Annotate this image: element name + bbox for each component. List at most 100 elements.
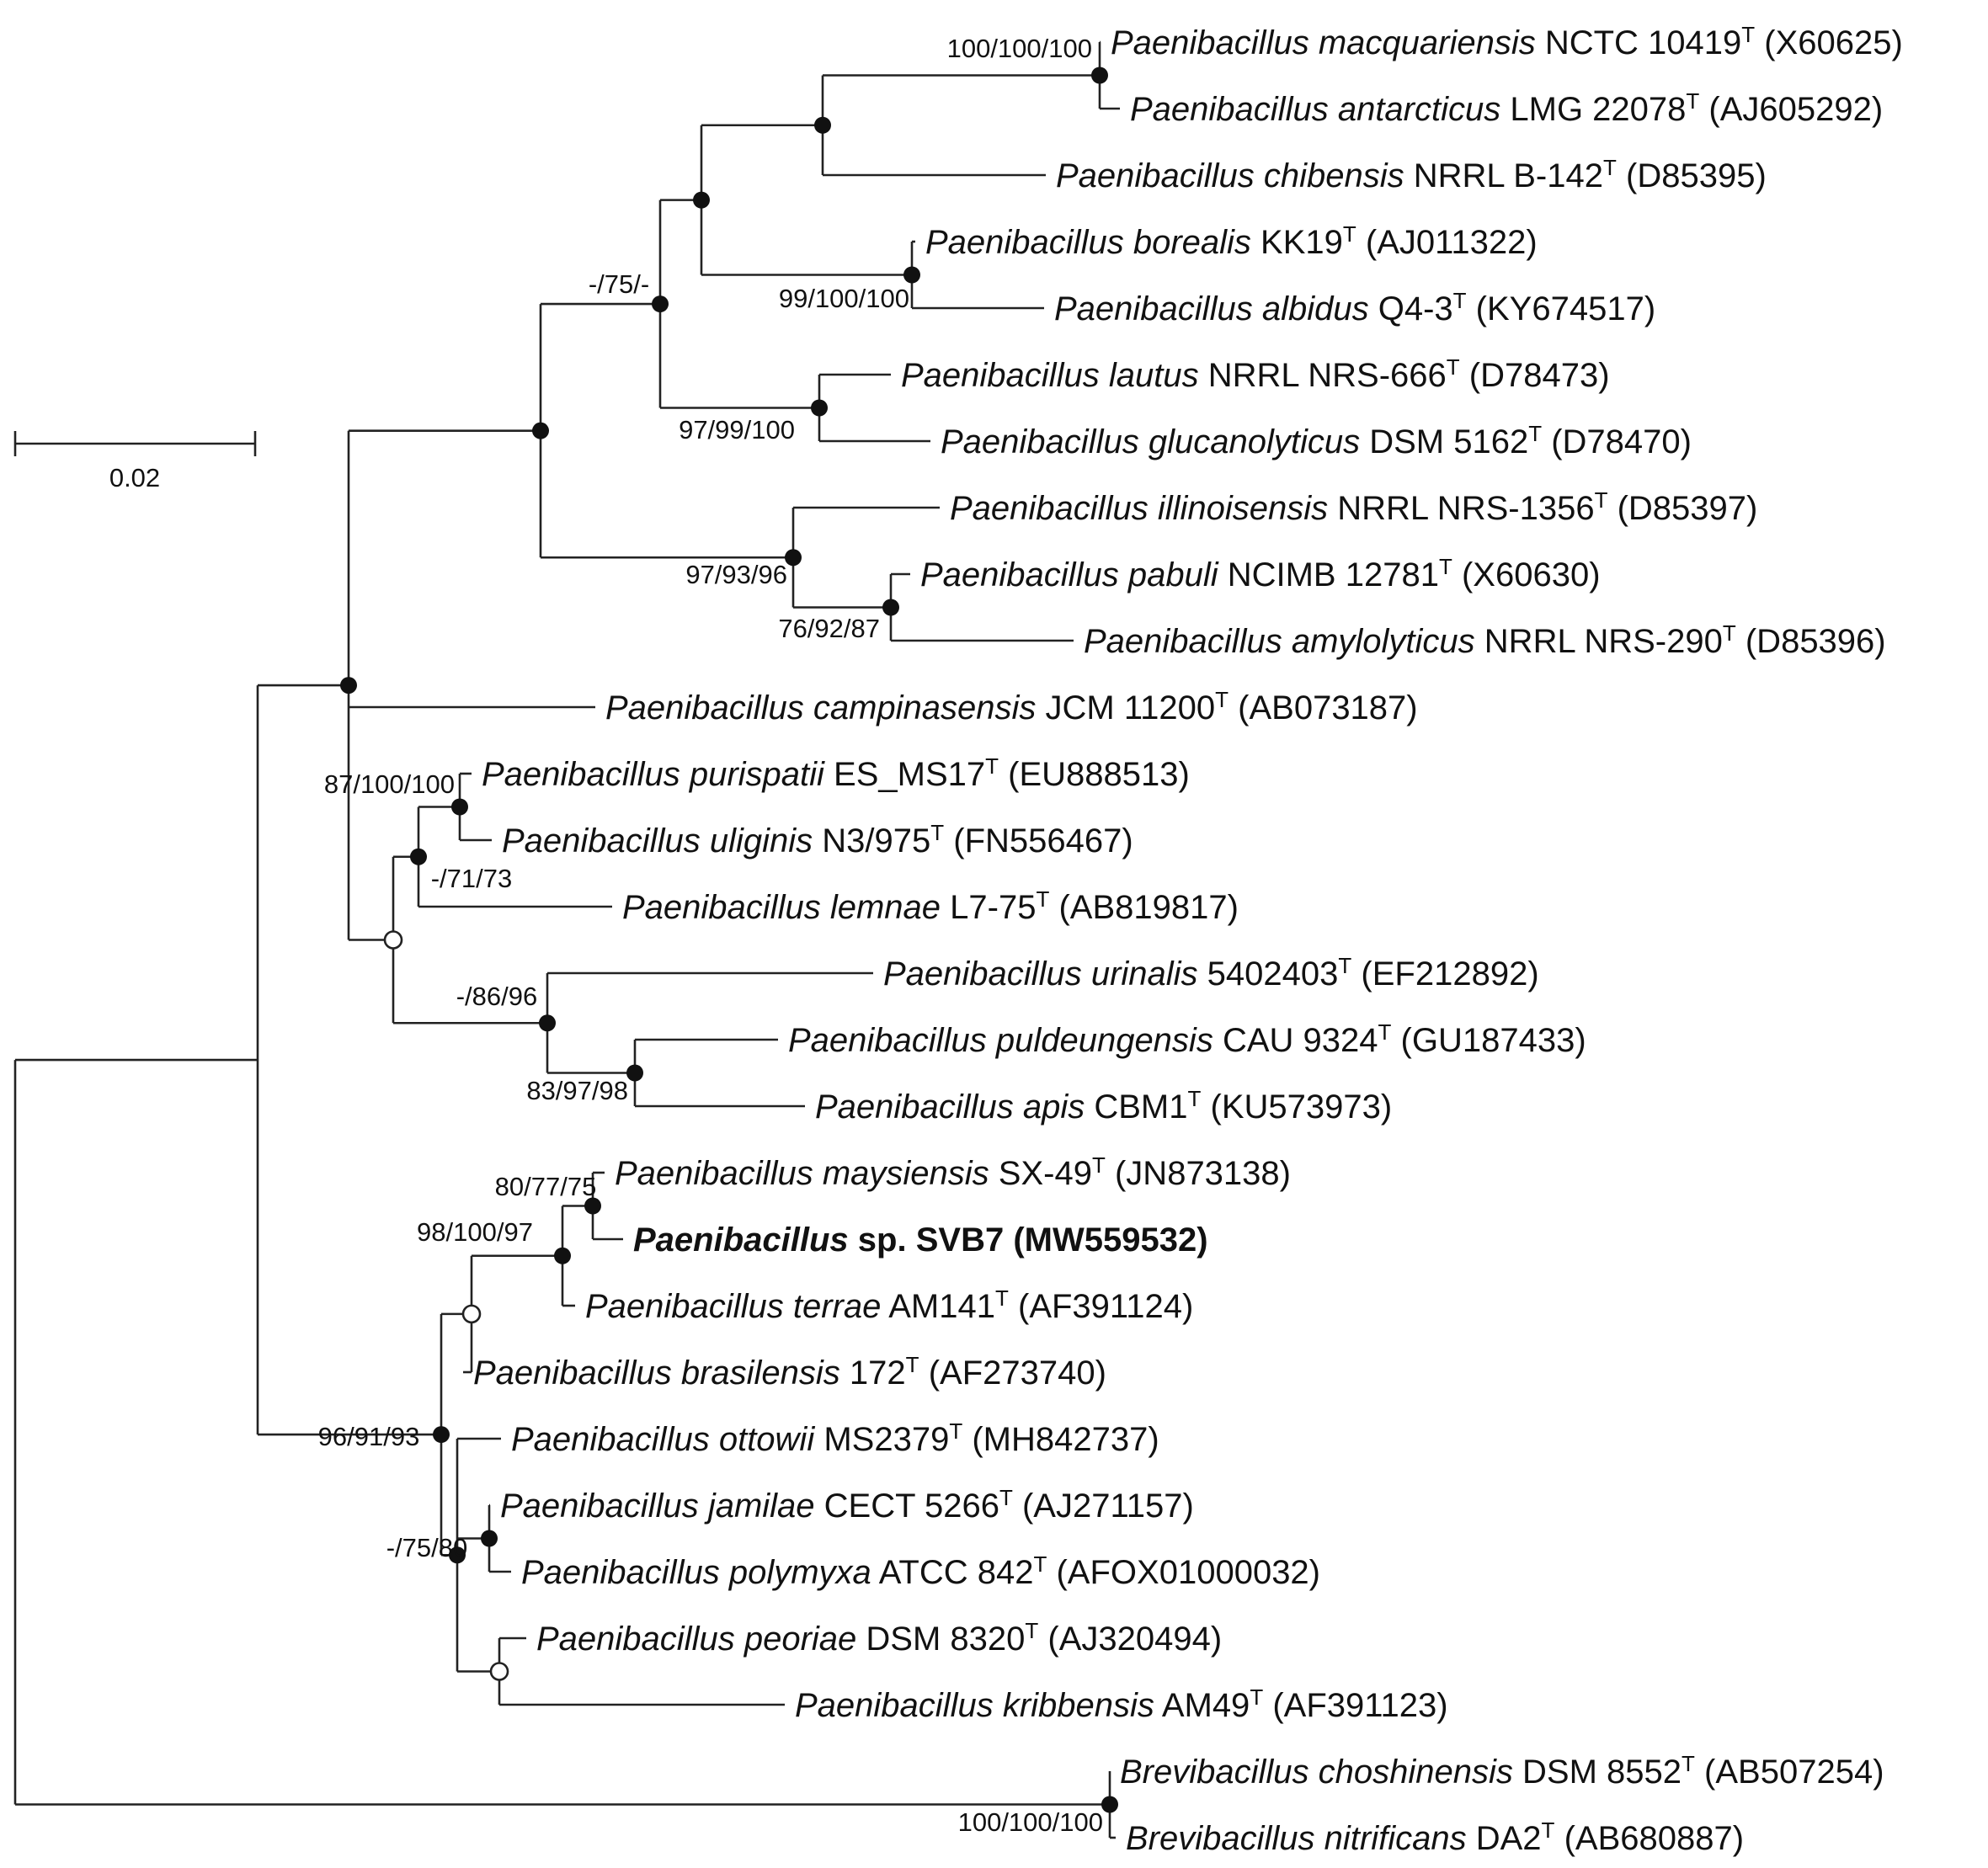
leaf-label-10: Paenibacillus campinasensis JCM 11200T (… (605, 678, 1418, 726)
leaf-label-27: Brevibacillus nitrificans DA2T (AB680887… (1126, 1808, 1744, 1857)
leaf-strain: JCM 11200 (1046, 689, 1216, 726)
leaf-genus: Paenibacillus (482, 756, 680, 793)
leaf-strain: AM49 (1162, 1687, 1250, 1724)
leaf-label-17: Paenibacillus maysiensis SX-49T (JN87313… (615, 1143, 1291, 1192)
leaf-accession: (JN873138) (1115, 1155, 1291, 1192)
leaf-genus: Paenibacillus (633, 1221, 849, 1259)
leaf-accession: (FN556467) (953, 822, 1133, 859)
leaf-accession: (EU888513) (1008, 756, 1190, 793)
leaf-type: T (1036, 886, 1049, 912)
filled-node-marker-n_brevi (1101, 1796, 1118, 1813)
leaf-accession: (AF391124) (1018, 1288, 1193, 1325)
leaf-strain: Q4-3 (1378, 290, 1453, 327)
leaf-strain: DSM 8552 (1522, 1754, 1682, 1791)
leaf-accession: (AJ605292) (1708, 91, 1883, 128)
leaf-accession: (X60630) (1462, 556, 1601, 593)
leaf-genus: Paenibacillus (883, 955, 1082, 993)
leaf-species: albidus (1262, 290, 1369, 327)
leaf-label-3: Paenibacillus borealis KK19T (AJ011322) (925, 212, 1538, 261)
leaf-label-22: Paenibacillus jamilae CECT 5266T (AJ2711… (500, 1476, 1194, 1525)
filled-node-marker-n_pul_api (626, 1064, 643, 1082)
leaf-species: uliginis (710, 822, 813, 859)
leaf-strain: CBM1 (1094, 1088, 1187, 1126)
leaf-type: T (1453, 288, 1467, 313)
leaf-species: puldeungensis (995, 1022, 1213, 1059)
leaf-strain: 5402403 (1207, 955, 1339, 993)
leaf-species: sp. (858, 1221, 907, 1259)
bootstrap-label-n_uri: -/86/96 (456, 982, 538, 1011)
leaf-genus: Paenibacillus (925, 224, 1124, 261)
bootstrap-label-n_lem: -/71/73 (431, 864, 513, 893)
leaf-species: terrae (793, 1288, 882, 1325)
bootstrap-label-n_ott: -/75/80 (386, 1533, 468, 1562)
leaf-species: choshinensis (1319, 1754, 1513, 1791)
leaf-accession: (GU187433) (1401, 1022, 1586, 1059)
leaf-accession: (MW559532) (1013, 1221, 1207, 1259)
leaf-accession: (AJ320494) (1047, 1621, 1222, 1658)
leaf-accession: (AJ271157) (1022, 1487, 1194, 1525)
leaf-strain: ATCC 842 (879, 1554, 1034, 1591)
leaf-type: T (1682, 1751, 1695, 1776)
leaf-type: T (1250, 1684, 1263, 1710)
leaf-accession: (EF212892) (1361, 955, 1538, 993)
leaf-accession: (AFOX01000032) (1056, 1554, 1320, 1591)
leaf-type: T (1603, 155, 1617, 180)
leaf-species: nitrificans (1324, 1820, 1467, 1857)
leaf-type: T (930, 820, 944, 845)
bootstrap-label-n_bor_alb: 99/100/100 (779, 284, 909, 313)
leaf-label-5: Paenibacillus lautus NRRL NRS-666T (D784… (901, 345, 1610, 394)
leaf-strain: DSM 8320 (866, 1621, 1025, 1658)
leaf-species: peoriae (744, 1621, 856, 1658)
filled-node-marker-n_big (532, 422, 549, 439)
bootstrap-label-n_brevi: 100/100/100 (958, 1807, 1103, 1837)
leaf-type: T (1343, 221, 1356, 247)
leaf-genus: Brevibacillus (1126, 1820, 1315, 1857)
bootstrap-label-n_775: -/75/- (589, 269, 649, 299)
filled-node-marker-n_may_svb (584, 1197, 601, 1215)
leaf-label-0: Paenibacillus macquariensis NCTC 10419T … (1111, 13, 1903, 61)
leaf-label-19: Paenibacillus terrae AM141T (AF391124) (585, 1276, 1193, 1325)
leaf-species: antarcticus (1338, 91, 1500, 128)
leaf-strain: DA2 (1476, 1820, 1542, 1857)
leaf-labels: Paenibacillus macquariensis NCTC 10419T … (473, 13, 1903, 1857)
leaf-accession: (AJ011322) (1366, 224, 1538, 261)
leaf-accession: (KY674517) (1476, 290, 1655, 327)
leaf-type: T (1686, 88, 1699, 114)
leaf-label-11: Paenibacillus purispatii ES_MS17T (EU888… (482, 744, 1190, 793)
leaf-strain: 172 (850, 1354, 906, 1392)
leaf-accession: (AB680887) (1564, 1820, 1744, 1857)
leaf-genus: Paenibacillus (502, 822, 701, 859)
filled-node-marker-n_uri (539, 1014, 556, 1032)
filled-node-marker-n_pur_uli (451, 798, 468, 816)
leaf-strain: MS2379 (823, 1421, 949, 1458)
leaf-accession: (D85397) (1618, 490, 1758, 527)
filled-node-marker-n_bor_alb (903, 266, 920, 284)
leaf-accession: (D78473) (1469, 357, 1610, 394)
bootstrap-label-n_pur_uli: 87/100/100 (324, 769, 455, 799)
leaf-genus: Paenibacillus (1111, 24, 1309, 61)
leaf-species: glucanolyticus (1149, 423, 1360, 460)
leaf-strain: NRRL NRS-1356 (1337, 490, 1594, 527)
scale-bar: 0.02 (13, 431, 257, 492)
leaf-label-25: Paenibacillus kribbensis AM49T (AF391123… (795, 1675, 1448, 1724)
leaf-strain: ES_MS17 (834, 756, 985, 793)
leaf-genus: Paenibacillus (473, 1354, 672, 1392)
filled-node-marker-n_ott (449, 1546, 466, 1564)
leaf-label-24: Paenibacillus peoriae DSM 8320T (AJ32049… (536, 1609, 1222, 1658)
leaf-species: macquariensis (1319, 24, 1536, 61)
filled-node-marker-n_mac_ant (1091, 67, 1108, 84)
leaf-species: lautus (1109, 357, 1199, 394)
leaf-genus: Paenibacillus (920, 556, 1119, 593)
leaf-genus: Paenibacillus (901, 357, 1100, 394)
leaf-type: T (1528, 421, 1542, 446)
leaf-type: T (949, 1418, 962, 1444)
leaf-label-6: Paenibacillus glucanolyticus DSM 5162T (… (941, 412, 1692, 460)
bootstrap-label-n_laut_glu: 97/99/100 (679, 415, 795, 444)
leaf-type: T (1378, 1019, 1392, 1045)
leaf-genus: Paenibacillus (536, 1621, 735, 1658)
leaf-accession: (AB819817) (1058, 889, 1238, 926)
filled-node-marker-n_pab_amy (882, 599, 899, 616)
leaf-label-4: Paenibacillus albidus Q4-3T (KY674517) (1054, 279, 1655, 327)
leaf-label-26: Brevibacillus choshinensis DSM 8552T (AB… (1120, 1742, 1884, 1791)
leaf-accession: (KU573973) (1211, 1088, 1393, 1126)
